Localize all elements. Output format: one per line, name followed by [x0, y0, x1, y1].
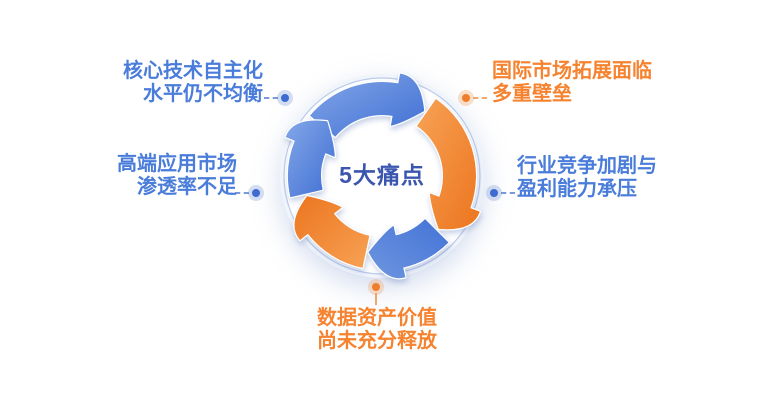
pain-point-international-line2: 多重壁垒 — [492, 83, 572, 105]
pain-point-high-end-line2: 渗透率不足 — [137, 176, 237, 198]
pain-point-high-end-line1: 高端应用市场 — [117, 153, 237, 175]
connector-industry-competition — [490, 185, 515, 201]
cycle-arrow-bottom-right-blue — [367, 217, 450, 280]
bullet-dot — [281, 94, 289, 102]
dashed-line — [501, 192, 515, 194]
pain-point-data-asset-line1: 数据资产价值 — [317, 307, 437, 329]
bullet-dot — [252, 189, 260, 197]
bullet-dot — [372, 283, 380, 291]
pain-point-high-end-market: 高端应用市场 渗透率不足 — [117, 153, 237, 199]
bullet-dot — [462, 94, 470, 102]
pain-point-data-asset-line2: 尚未充分释放 — [317, 330, 437, 352]
pain-point-competition-line1: 行业竞争加剧与 — [517, 155, 657, 177]
pain-point-competition-line2: 盈利能力承压 — [517, 178, 637, 200]
cycle-arrow-bottom-orange — [293, 194, 371, 270]
pain-point-core-tech-line2: 水平仍不均衡 — [143, 83, 263, 105]
pain-point-international-line1: 国际市场拓展面临 — [492, 60, 652, 82]
pain-point-core-tech-line1: 核心技术自主化 — [123, 60, 263, 82]
connector-data-asset-value — [368, 283, 384, 305]
bullet-dot — [490, 189, 498, 197]
pain-point-core-tech: 核心技术自主化 水平仍不均衡 — [123, 60, 263, 106]
dashed-line — [473, 97, 487, 99]
dashed-line — [264, 97, 278, 99]
dashed-line — [375, 293, 377, 305]
connector-international-market — [462, 90, 487, 106]
pain-point-international-market: 国际市场拓展面临 多重壁垒 — [492, 60, 652, 106]
pain-point-data-asset-value: 数据资产价值 尚未充分释放 — [317, 307, 437, 353]
cycle-arrow-left-blue — [284, 119, 336, 199]
cycle-arrow-top-blue — [308, 72, 426, 139]
cycle-center-title: 5大痛点 — [339, 162, 425, 188]
connector-core-tech — [264, 90, 289, 106]
dashed-line — [235, 192, 249, 194]
cycle-arrow-right-orange — [415, 97, 481, 231]
connector-high-end-market — [235, 185, 260, 201]
pain-point-industry-competition: 行业竞争加剧与 盈利能力承压 — [517, 155, 657, 201]
